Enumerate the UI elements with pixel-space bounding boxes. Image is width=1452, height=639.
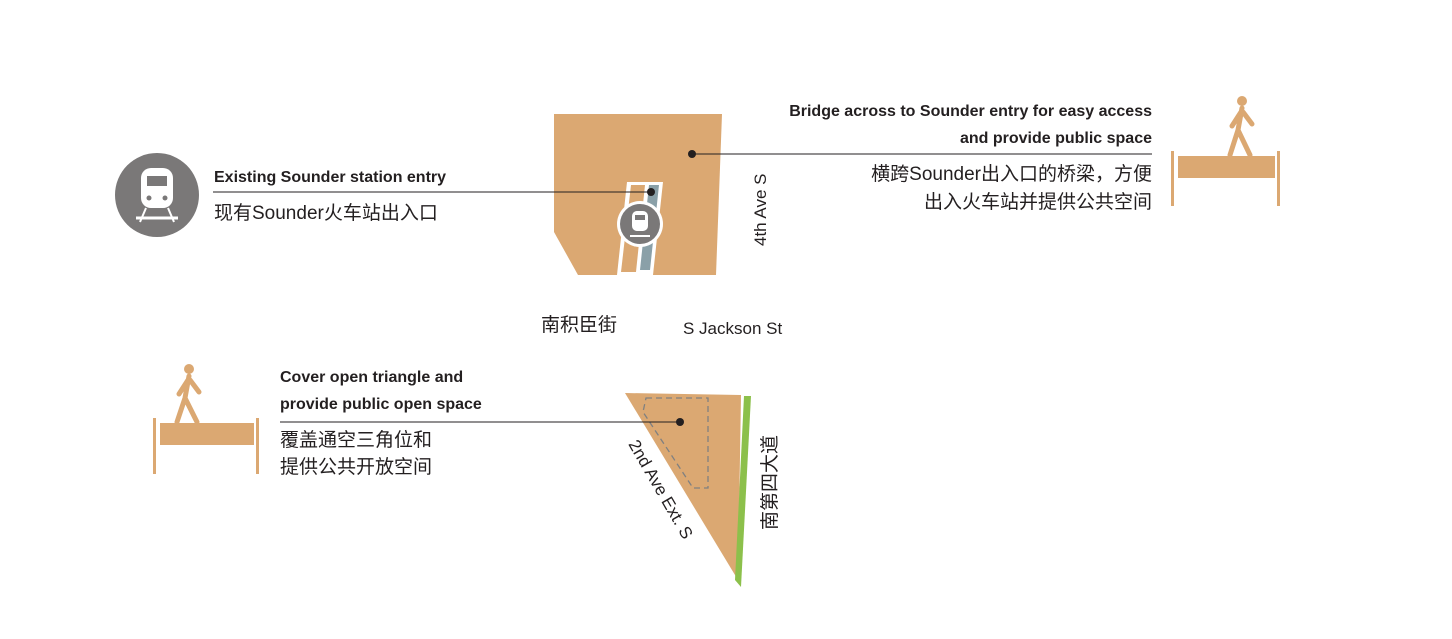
triangle-label-zh-1: 覆盖通空三角位和	[280, 429, 432, 451]
bridge-label-en-1: Bridge across to Sounder entry for easy …	[789, 103, 1152, 120]
open-triangle	[625, 393, 741, 580]
station-label-zh: 现有Sounder火车站出入口	[214, 202, 438, 224]
bridge-label-zh-1: 横跨Sounder出入口的桥梁，方便	[871, 163, 1152, 185]
triangle-label-en-2: provide public open space	[280, 396, 482, 413]
station-label-en: Existing Sounder station entry	[214, 169, 446, 186]
triangle-leader-dot	[676, 418, 684, 426]
station-leader-dot	[647, 188, 655, 196]
triangle-label-en-1: Cover open triangle and	[280, 369, 463, 386]
pedestrian-bridge-icon	[153, 364, 259, 474]
street-jackson-en: S Jackson St	[683, 319, 782, 338]
station-icon	[115, 153, 199, 237]
bridge-label-zh-2: 出入火车站并提供公共空间	[924, 191, 1152, 213]
street-4th-ave-zh: 南第四大道	[759, 435, 781, 530]
pedestrian-bridge-icon	[1171, 96, 1280, 206]
street-4th-ave: 4th Ave S	[751, 174, 770, 246]
station-train-icon	[617, 201, 663, 247]
street-jackson-zh: 南积臣街	[541, 314, 617, 336]
bridge-leader-dot	[688, 150, 696, 158]
cover-outline	[642, 397, 709, 489]
bridge-label-en-2: and provide public space	[960, 130, 1152, 147]
triangle-label-zh-2: 提供公共开放空间	[280, 456, 432, 478]
green-strip	[735, 396, 751, 587]
